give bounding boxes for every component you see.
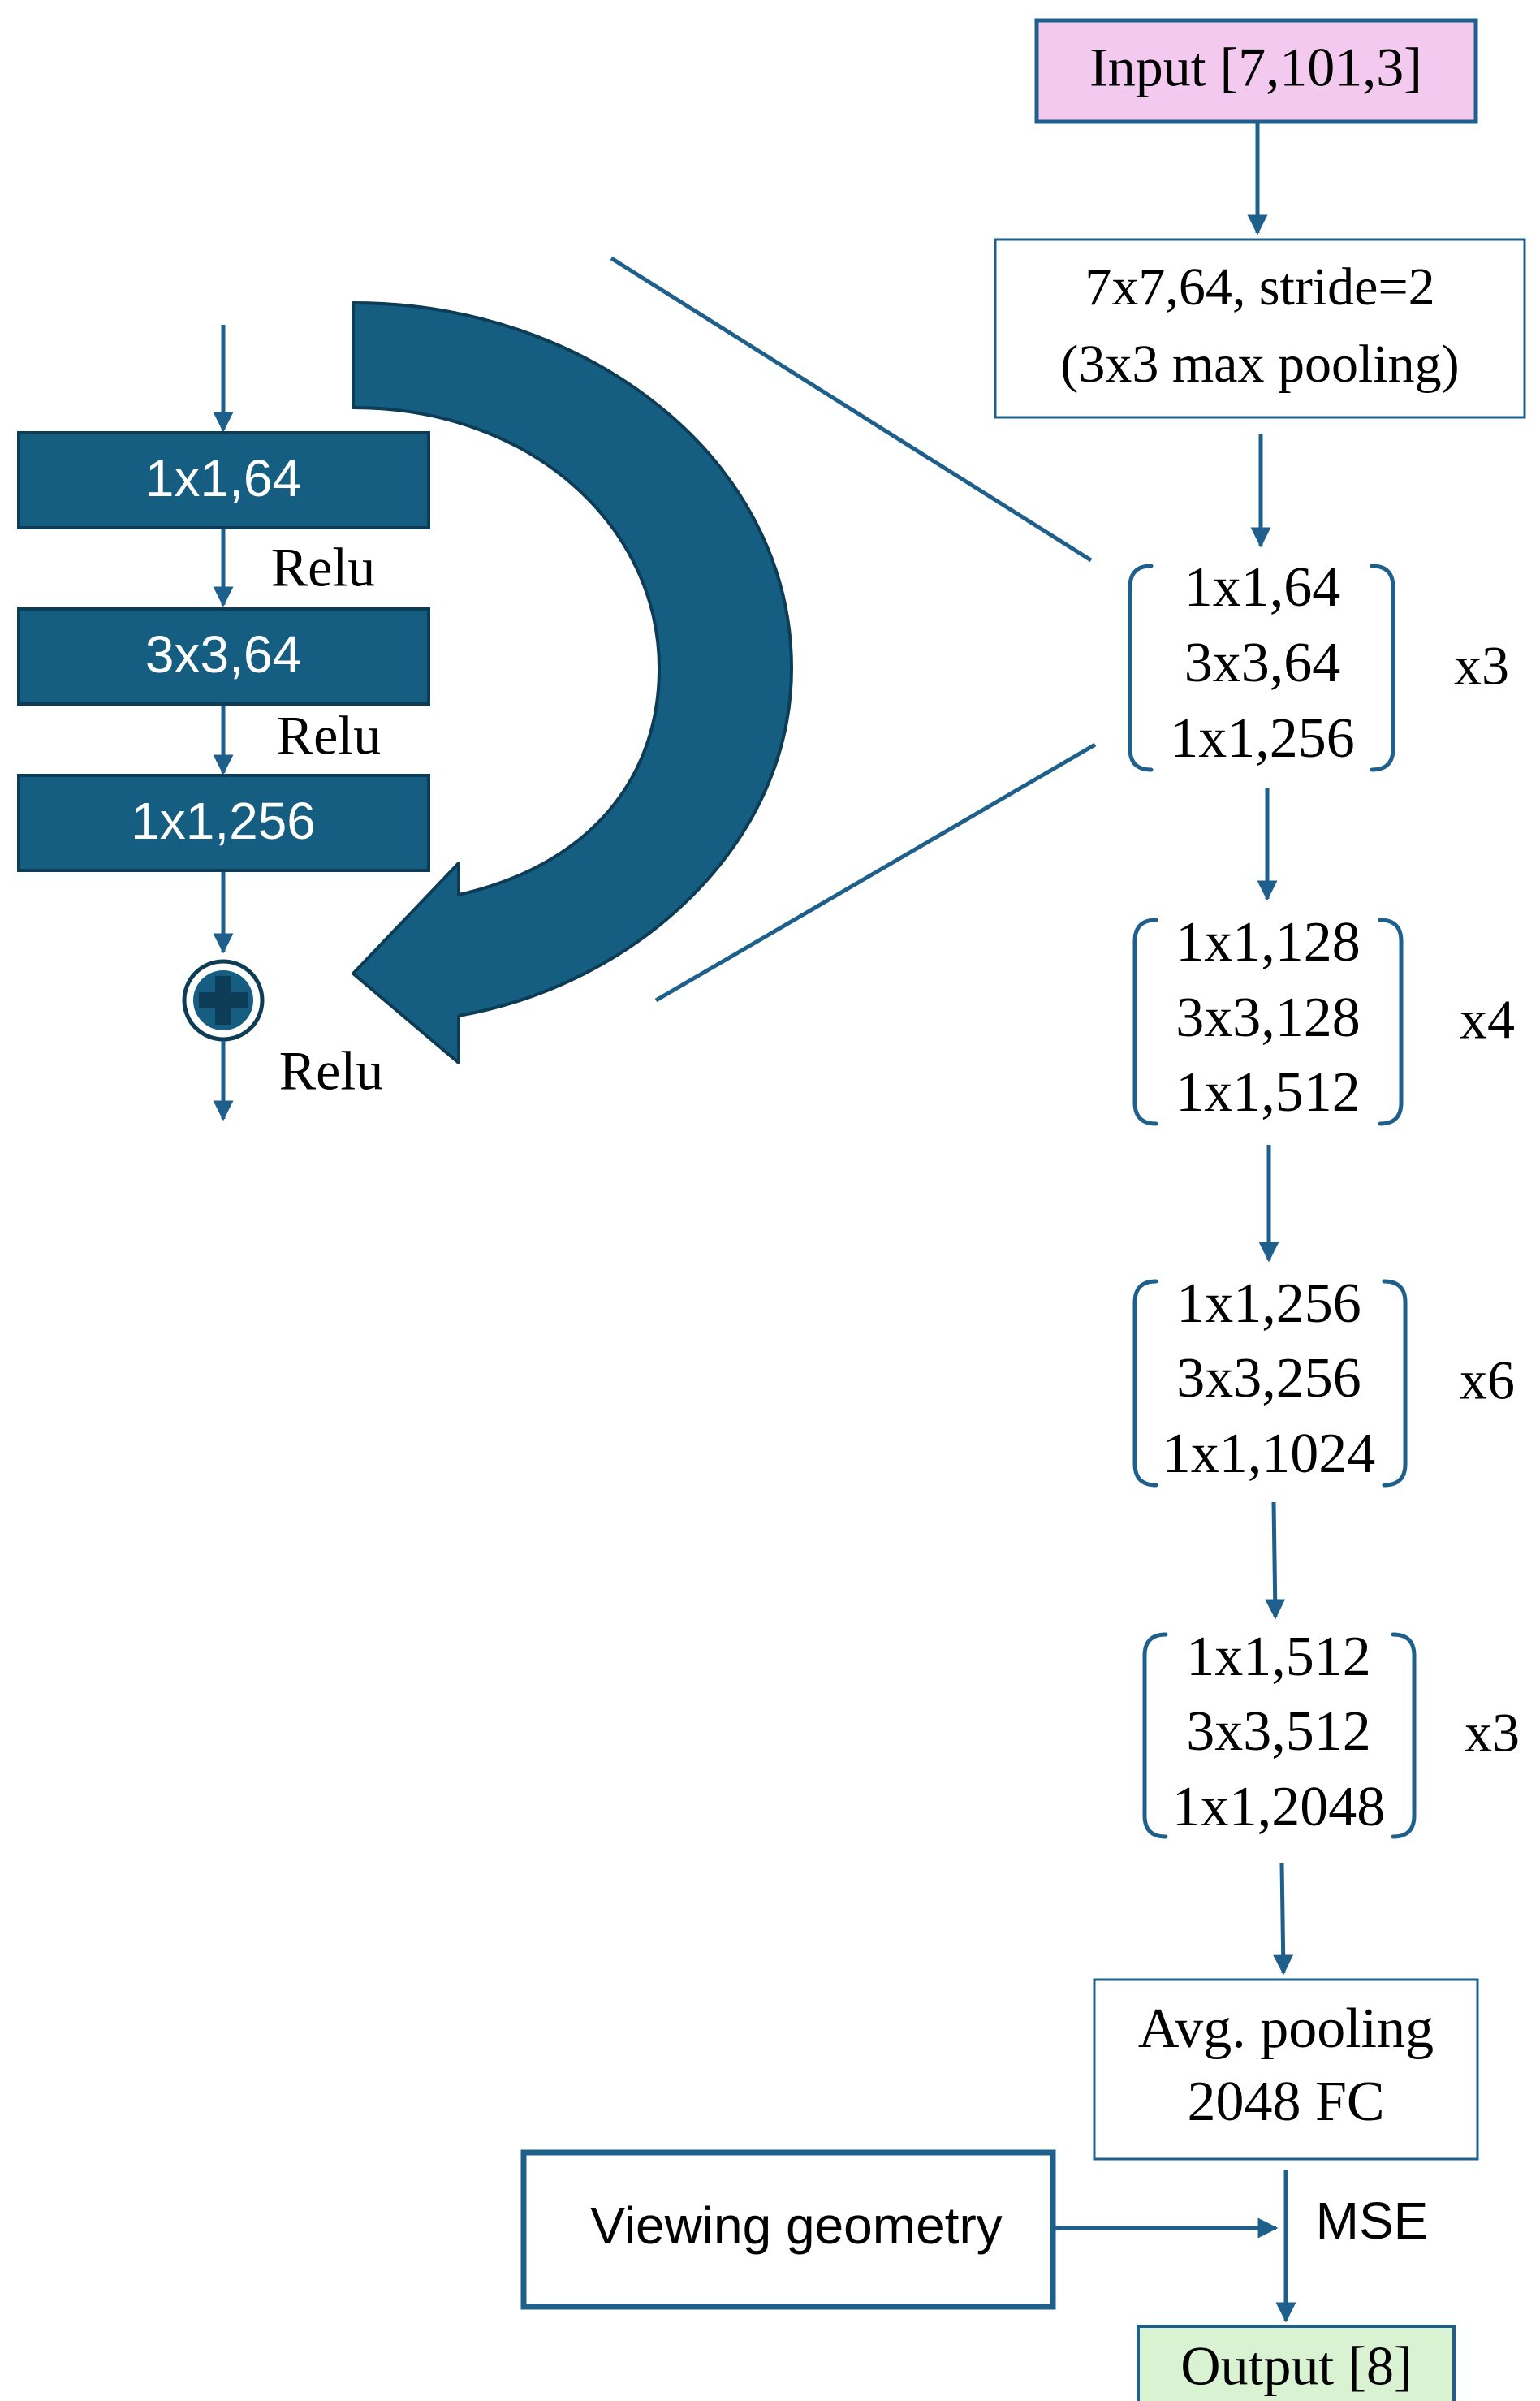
relu-label-2: Relu: [277, 705, 381, 767]
zoom-line-bottom: [654, 742, 1097, 1003]
detail-layer-3: [17, 774, 430, 872]
input-label: Input [7,101,3]: [1089, 37, 1422, 98]
stage-3-line-3: 1x1,1024: [1163, 1423, 1376, 1485]
stage-4-line-2: 3x3,512: [1186, 1700, 1371, 1763]
stage-4-line-1: 1x1,512: [1186, 1626, 1371, 1688]
stage-2-repeat: x4: [1460, 989, 1515, 1051]
conv1-box: [994, 238, 1526, 419]
detail-layer-2: [17, 607, 430, 706]
loss-label: MSE: [1316, 2192, 1429, 2250]
pool-line-1: Avg. pooling: [1138, 1997, 1434, 2060]
bottleneck-detail: 1x1,64 Relu 3x3,64 Relu 1x1,256 Relu: [17, 301, 793, 1121]
stage-1-line-1: 1x1,64: [1184, 556, 1341, 619]
stage-1-line-2: 3x3,64: [1184, 632, 1341, 694]
detail-layer-2-label: 3x3,64: [145, 625, 301, 684]
stage-3-left-bracket: [1132, 1279, 1158, 1488]
stage-1-left-bracket: [1128, 564, 1154, 772]
stage-2-right-bracket: [1378, 918, 1404, 1126]
add-icon: [182, 959, 265, 1042]
stage-2-left-bracket: [1132, 918, 1158, 1126]
zoom-line-top: [610, 256, 1093, 563]
arrow-stage3-to-stage4: [1265, 1501, 1286, 1620]
stage-2-line-3: 1x1,512: [1175, 1061, 1361, 1124]
stage-3-line-1: 1x1,256: [1176, 1272, 1361, 1335]
skip-connection-arrow: [352, 301, 793, 1064]
stage-4-right-bracket: [1391, 1632, 1417, 1839]
stage-3-right-bracket: [1382, 1279, 1408, 1488]
stage-4: 1x1,512 3x3,512 1x1,2048 x3: [1142, 1626, 1520, 1839]
detail-layer-1: [17, 431, 430, 529]
stage-4-left-bracket: [1142, 1632, 1168, 1839]
arrow-stage4-to-pool: [1273, 1863, 1294, 1976]
output-label: Output [8]: [1180, 2335, 1412, 2397]
stage-3-line-2: 3x3,256: [1176, 1347, 1361, 1410]
input-box: [1034, 18, 1478, 124]
pool-box: [1093, 1978, 1479, 2161]
stage-4-line-3: 1x1,2048: [1172, 1776, 1386, 1838]
detail-layer-1-label: 1x1,64: [145, 449, 301, 507]
stage-1: 1x1,64 3x3,64 1x1,256 x3: [1128, 556, 1509, 772]
viewing-geometry-label: Viewing geometry: [590, 2196, 1003, 2255]
stage-2-line-1: 1x1,128: [1175, 911, 1361, 974]
stage-1-repeat: x3: [1454, 635, 1509, 697]
conv1-line-2: (3x3 max pooling): [1060, 335, 1459, 394]
stage-3: 1x1,256 3x3,256 1x1,1024 x6: [1132, 1272, 1515, 1488]
output-box: [1137, 2325, 1456, 2401]
stage-1-line-3: 1x1,256: [1170, 707, 1355, 770]
relu-label-1: Relu: [271, 537, 375, 598]
relu-label-3: Relu: [279, 1040, 383, 1102]
detail-layer-3-label: 1x1,256: [131, 792, 316, 850]
stage-2: 1x1,128 3x3,128 1x1,512 x4: [1132, 911, 1515, 1126]
stage-3-repeat: x6: [1460, 1349, 1515, 1411]
stage-4-repeat: x3: [1465, 1702, 1520, 1764]
stage-2-line-2: 3x3,128: [1175, 987, 1361, 1049]
pool-line-2: 2048 FC: [1187, 2071, 1384, 2133]
stage-1-right-bracket: [1370, 564, 1395, 772]
conv1-line-1: 7x7,64, stride=2: [1085, 257, 1434, 317]
